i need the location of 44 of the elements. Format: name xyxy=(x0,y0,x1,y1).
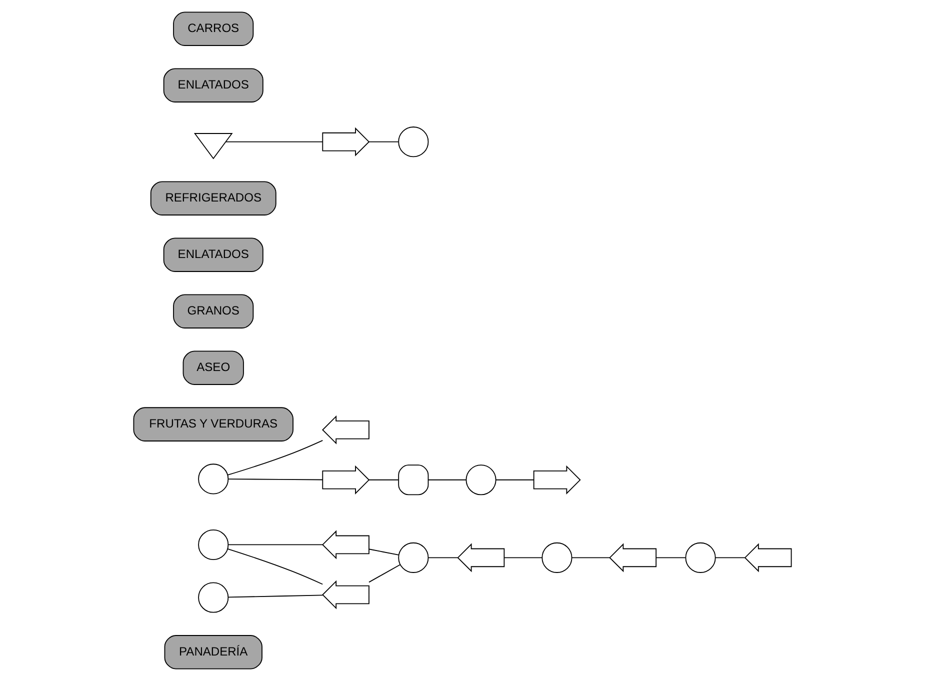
connector xyxy=(228,594,323,598)
connector xyxy=(228,478,323,480)
connector xyxy=(714,557,746,558)
node-box: CARROS xyxy=(173,12,254,46)
node-circle xyxy=(466,464,496,496)
node-box: ENLATADOS xyxy=(163,238,264,272)
node-arrow xyxy=(322,415,370,444)
connector xyxy=(428,557,458,558)
connector xyxy=(228,544,323,546)
node-arrow xyxy=(322,530,370,560)
connector xyxy=(368,141,399,142)
node-circle xyxy=(685,542,716,573)
connector xyxy=(368,548,400,556)
connector xyxy=(225,141,323,142)
node-box: REFRIGERADOS xyxy=(150,181,276,216)
node-box: PANADERÍA xyxy=(164,635,262,670)
node-arrow xyxy=(457,543,505,572)
connector xyxy=(571,557,610,558)
node-circle xyxy=(198,529,229,560)
node-box: ENLATADOS xyxy=(163,68,264,102)
connector xyxy=(227,440,324,476)
node-box: ASEO xyxy=(182,350,244,385)
node-circle xyxy=(198,464,229,494)
connector xyxy=(227,548,324,585)
node-delay xyxy=(398,464,429,496)
connector xyxy=(656,557,686,558)
node-arrow xyxy=(533,465,581,494)
connector xyxy=(368,479,399,480)
node-arrow xyxy=(744,543,792,572)
node-circle xyxy=(198,582,229,613)
node-arrow xyxy=(322,127,370,156)
node-arrow xyxy=(322,580,370,610)
node-arrow xyxy=(322,465,370,494)
node-circle xyxy=(542,542,572,573)
node-triangle xyxy=(194,133,233,160)
node-box: FRUTAS Y VERDURAS xyxy=(133,407,294,442)
connector xyxy=(368,564,401,583)
node-circle xyxy=(398,542,429,573)
connector xyxy=(428,479,467,480)
connector xyxy=(495,479,534,480)
node-circle xyxy=(398,126,429,158)
connector xyxy=(504,557,542,558)
node-box: GRANOS xyxy=(173,294,254,328)
node-arrow xyxy=(609,543,657,572)
